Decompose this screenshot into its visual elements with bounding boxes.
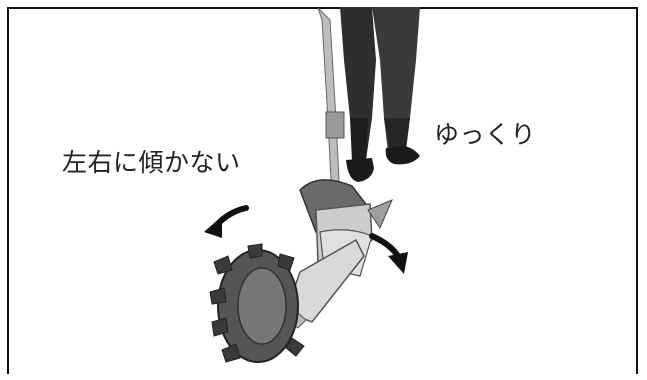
tilling-wheel: [209, 243, 305, 363]
right-shoe: [385, 146, 420, 165]
tilt-arrow-left-icon: [204, 205, 249, 238]
cultivator-handle: [317, 7, 345, 201]
left-shoe: [346, 158, 374, 182]
operator-legs: [340, 7, 420, 182]
slowly-label: ゆっくり: [434, 120, 537, 149]
tilt-arrow-right-icon: [369, 233, 408, 274]
illustration-frame: [7, 7, 638, 374]
no-tilt-label: 左右に傾かない: [62, 148, 241, 177]
